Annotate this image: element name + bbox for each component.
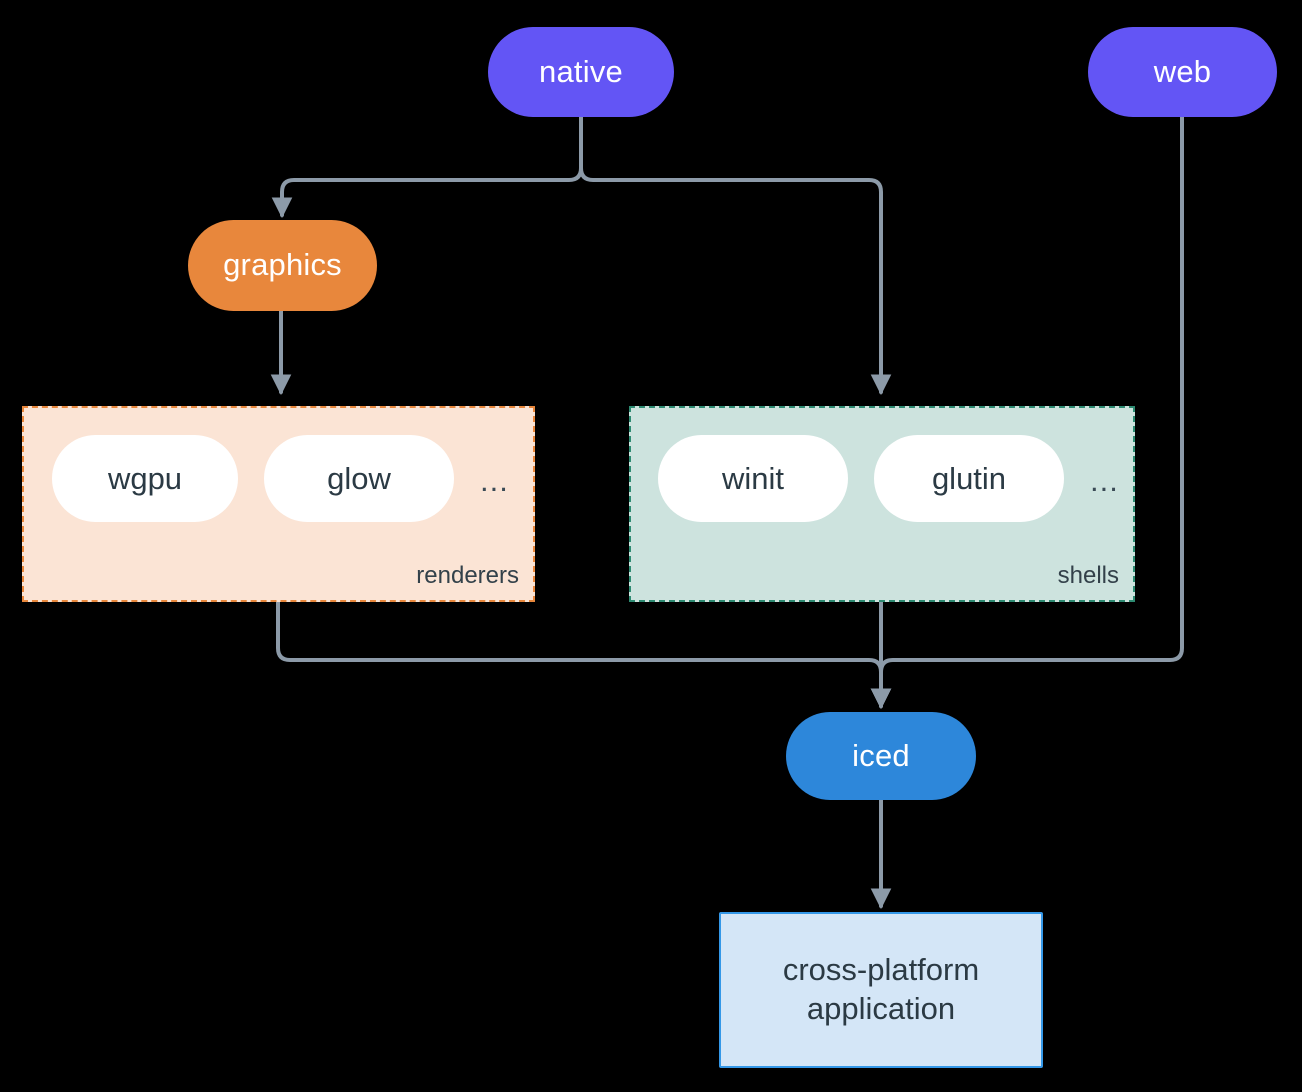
node-web[interactable]: web: [1088, 27, 1277, 117]
node-native-label: native: [539, 53, 623, 89]
node-native[interactable]: native: [488, 27, 674, 117]
node-application[interactable]: cross-platform application: [719, 912, 1043, 1068]
renderers-more-ellipsis: ...: [480, 463, 509, 498]
chip-winit[interactable]: winit: [658, 435, 848, 522]
node-application-line2: application: [806, 991, 956, 1026]
node-graphics-label: graphics: [223, 247, 342, 283]
node-iced[interactable]: iced: [786, 712, 976, 800]
shells-more-ellipsis: ...: [1090, 463, 1119, 498]
group-renderers-label: renderers: [416, 562, 519, 589]
group-renderers: wgpu glow ... renderers: [22, 406, 535, 602]
group-shells-label: shells: [1057, 562, 1119, 589]
node-iced-label: iced: [852, 737, 910, 773]
node-web-label: web: [1153, 53, 1212, 89]
edge-native-to-graphics: [271, 115, 583, 219]
chip-wgpu-label: wgpu: [107, 460, 183, 496]
node-application-line1: cross-platform: [782, 952, 980, 988]
chip-glow-label: glow: [327, 460, 391, 496]
chip-glutin[interactable]: glutin: [874, 435, 1064, 522]
chip-wgpu[interactable]: wgpu: [52, 435, 238, 522]
node-graphics[interactable]: graphics: [188, 220, 377, 311]
chip-winit-label: winit: [721, 460, 784, 496]
edge-native-to-shells: [579, 115, 892, 396]
chip-glow[interactable]: glow: [264, 435, 454, 522]
chip-glutin-label: glutin: [931, 460, 1007, 496]
group-shells: winit glutin ... shells: [629, 406, 1135, 602]
edge-renderers-to-iced: [276, 600, 892, 710]
